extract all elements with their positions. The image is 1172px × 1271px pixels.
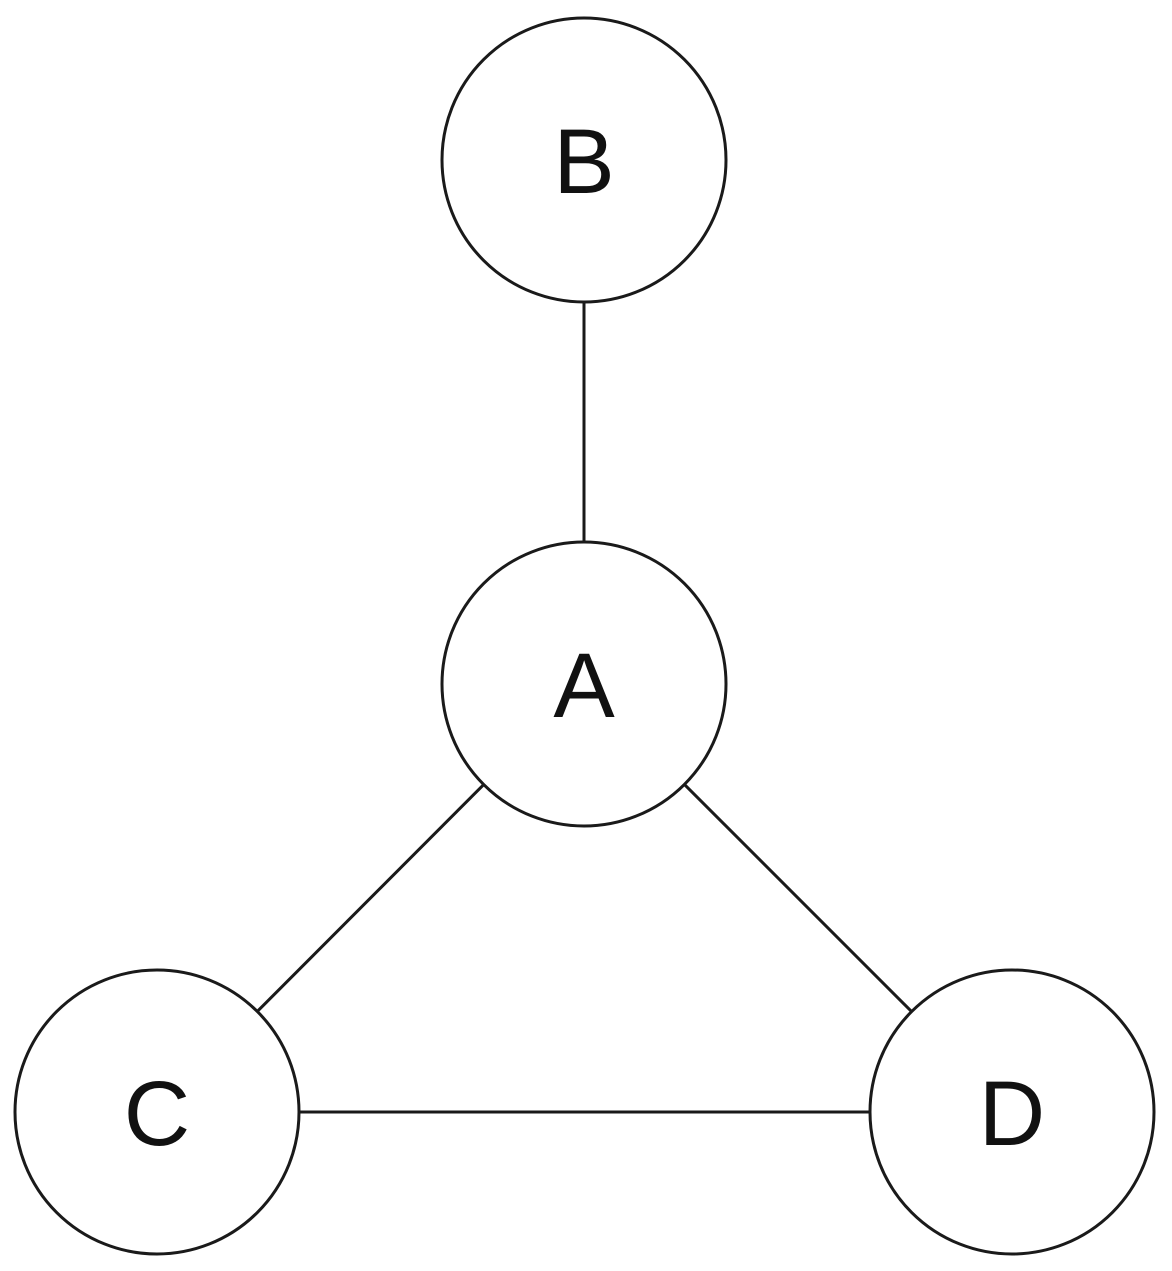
- node-d: D: [868, 968, 1156, 1256]
- node-b-label: B: [553, 111, 614, 213]
- node-b: B: [440, 16, 728, 304]
- node-d-circle: [868, 968, 1156, 1256]
- node-c-label: C: [124, 1063, 190, 1165]
- node-c: C: [13, 968, 301, 1256]
- nodes-layer: A B C D: [13, 16, 1156, 1256]
- node-a-circle: [440, 540, 728, 828]
- node-d-label: D: [979, 1063, 1045, 1165]
- node-a: A: [440, 540, 728, 828]
- edges-layer: [256, 302, 913, 1114]
- node-c-circle: [13, 968, 301, 1256]
- edge-a-d: [683, 783, 913, 1013]
- node-a-label: A: [553, 635, 615, 737]
- edge-a-c: [256, 783, 485, 1013]
- node-b-circle: [440, 16, 728, 304]
